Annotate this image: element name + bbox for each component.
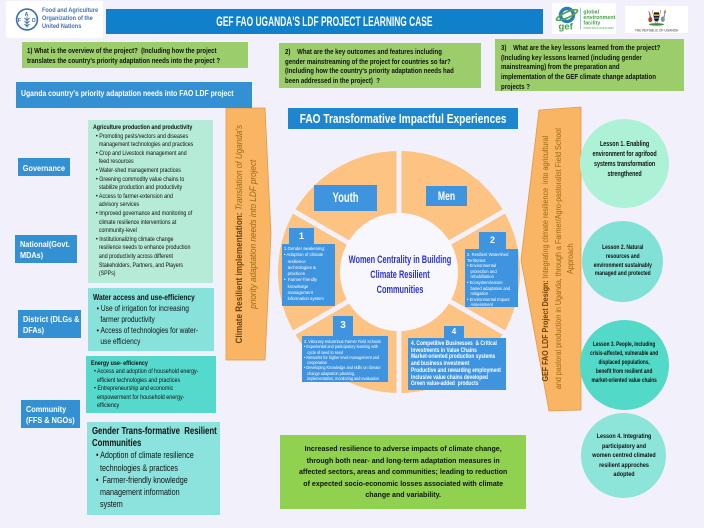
svg-text:THE REPUBLIC OF UGANDA: THE REPUBLIC OF UGANDA (635, 29, 679, 33)
svg-text:O: O (32, 18, 36, 24)
svg-text:gef: gef (559, 22, 574, 33)
svg-text:INVESTING IN OUR PLANET: INVESTING IN OUR PLANET (583, 27, 614, 30)
svg-text:F: F (18, 18, 21, 24)
svg-text:A: A (25, 12, 29, 18)
svg-text:global: global (583, 9, 599, 15)
svg-text:facility: facility (583, 20, 601, 26)
svg-text:environment: environment (583, 15, 615, 21)
